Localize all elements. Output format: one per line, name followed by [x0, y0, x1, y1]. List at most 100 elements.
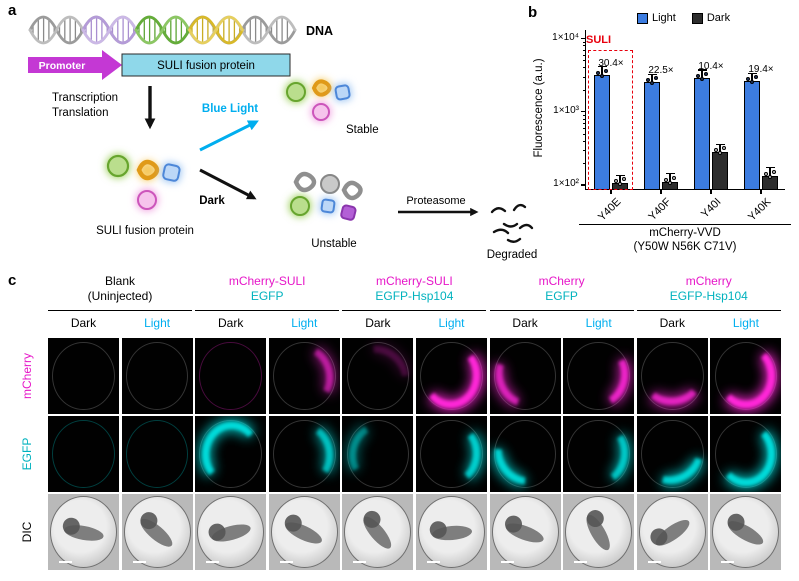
scale-bar [647, 560, 661, 563]
error-bar [601, 66, 603, 75]
image-dic-col8 [563, 494, 635, 570]
fluorescence-signal [342, 338, 414, 414]
error-bar [651, 74, 653, 83]
y-axis-minor-tick [583, 114, 586, 116]
fluorescence-signal [716, 422, 776, 486]
group-title-line1: mCherry [538, 274, 585, 288]
group-underline [342, 310, 487, 311]
data-point [718, 151, 722, 156]
condition-label-light: Light [585, 316, 612, 330]
y-axis-minor-tick [583, 41, 586, 43]
data-point [700, 76, 704, 81]
image-egfp-col10 [710, 416, 782, 492]
image-mcherry-col7 [489, 338, 561, 414]
bar-y40k-light [744, 81, 760, 190]
y-axis-minor-tick [583, 45, 586, 47]
image-dic-col4 [268, 494, 340, 570]
x-axis-tick [610, 190, 612, 194]
panel-b-label: b [528, 4, 538, 21]
embryo-chorion [565, 496, 633, 568]
embryo-body [569, 501, 628, 563]
legend-item-dark: Dark [691, 12, 731, 24]
unstable-label: Unstable [311, 238, 356, 250]
scale-bar [206, 560, 220, 563]
fold-change-label: 22.5× [648, 65, 674, 77]
embryo-chorion [344, 496, 412, 568]
embryo-outline [567, 419, 630, 489]
data-point [654, 76, 658, 81]
fluorescence-signal [342, 416, 414, 492]
dna-label: DNA [306, 24, 333, 38]
y-axis-minor-tick [583, 89, 586, 91]
embryo-outline [199, 341, 262, 411]
group-title-line2: EGFP [545, 289, 578, 303]
error-bar [719, 144, 721, 153]
condition-label-dark: Dark [365, 316, 391, 330]
image-mcherry-col10 [710, 338, 782, 414]
embryo-chorion [638, 496, 706, 568]
error-bar-cap [615, 174, 625, 177]
embryo-outline [641, 419, 704, 489]
embryo-body [426, 510, 477, 554]
suli-highlight-label: SULI [586, 34, 612, 46]
error-bar-cap [647, 73, 657, 76]
group-title-1: Blank(Uninjected) [48, 274, 192, 304]
data-point [764, 171, 768, 176]
embryo-body [715, 503, 777, 562]
condition-label-dark: Dark [70, 316, 97, 330]
unstable-protein-complex [289, 171, 363, 221]
degraded-label: Degraded [487, 249, 538, 261]
fluorescence-signal [268, 338, 340, 414]
group-title-line1: mCherry [685, 274, 732, 288]
condition-label-light: Light [291, 316, 318, 330]
embryo-body [641, 502, 703, 562]
y-axis-minor-tick [583, 122, 586, 124]
proteasome-label: Proteasome [406, 195, 465, 207]
image-mcherry-col1 [48, 338, 119, 414]
fold-change-label: 19.4× [748, 64, 774, 76]
chart-legend: Light Dark [637, 12, 730, 24]
image-mcherry-col9 [636, 338, 708, 414]
fold-change-label: 30.4× [598, 57, 624, 69]
scale-bar [279, 560, 293, 563]
row-label-mcherry: mCherry [20, 353, 34, 400]
condition-label-dark: Dark [512, 316, 538, 330]
scale-bar [427, 560, 440, 563]
group-title-line2: EGFP-Hsp104 [669, 289, 748, 303]
error-bar [751, 73, 753, 82]
image-mcherry-col4 [268, 338, 340, 414]
error-bar-cap [697, 69, 707, 71]
embryo-outline [567, 341, 630, 411]
image-egfp-col8 [563, 416, 635, 492]
row-label-dic: DIC [20, 521, 34, 543]
group-underline [636, 310, 781, 311]
image-dic-col6 [416, 494, 487, 570]
embryo-chorion [197, 496, 265, 568]
data-point [704, 71, 708, 76]
data-point [614, 179, 618, 184]
legend-item-light: Light [637, 12, 676, 24]
embryo-outline [493, 341, 557, 411]
embryo-outline [641, 341, 704, 411]
error-bar-cap [665, 172, 675, 175]
image-dic-col3 [195, 494, 267, 570]
group-title-line2: (Uninjected) [87, 289, 153, 303]
data-point [600, 73, 604, 78]
error-bar [769, 167, 771, 176]
scale-bar [721, 560, 735, 563]
x-axis-group-bracket [579, 224, 791, 225]
legend-label-dark: Dark [706, 12, 731, 24]
embryo-body [347, 501, 408, 563]
blue-light-arrow [199, 120, 259, 152]
error-bar-cap [747, 72, 757, 74]
y-axis-tick [581, 110, 586, 113]
y-axis-minor-tick [583, 149, 586, 151]
scale-bar [59, 560, 72, 563]
image-dic-col7 [489, 494, 561, 570]
embryo-body [202, 506, 259, 557]
data-point [750, 80, 754, 85]
stable-protein-complex [285, 79, 352, 122]
embryo-outline [346, 341, 410, 411]
